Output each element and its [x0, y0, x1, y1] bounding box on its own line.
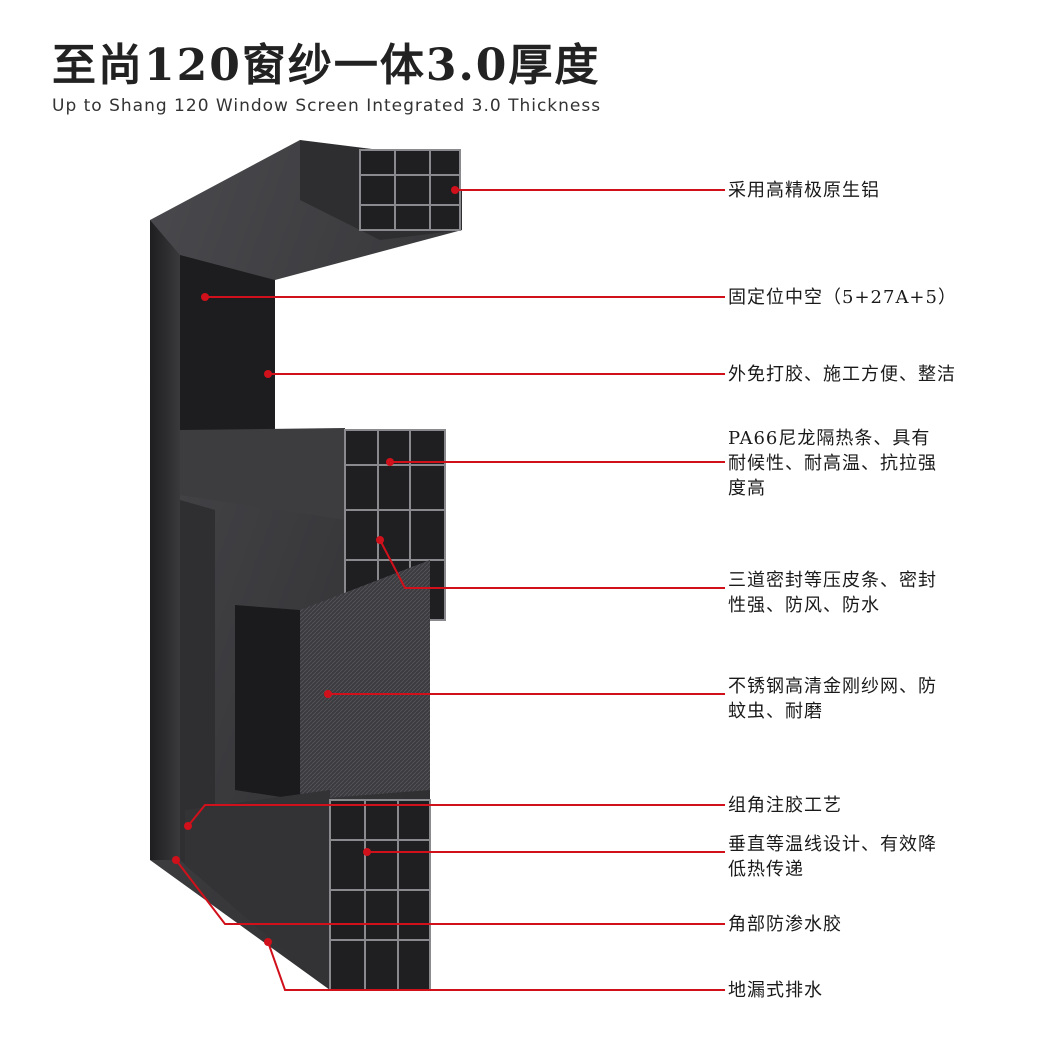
callout-label-8: 垂直等温线设计、有效降 低热传递 — [728, 834, 937, 880]
callout-label-7: 组角注胶工艺 — [728, 795, 842, 816]
top-profile-section — [300, 140, 462, 240]
callout-label-4: PA66尼龙隔热条、具有 耐候性、耐高温、抗拉强 度高 — [728, 428, 937, 499]
callout-dots — [172, 186, 459, 946]
callout-dot-1 — [451, 186, 459, 194]
callout-lines — [175, 189, 725, 991]
callout-line-7 — [187, 804, 725, 827]
callout-dot-7 — [184, 822, 192, 830]
callout-dot-8 — [363, 848, 371, 856]
callout-label-10: 地漏式排水 — [728, 980, 823, 1001]
bottom-profile-section — [185, 790, 431, 991]
callout-line-5 — [379, 539, 725, 589]
callout-label-1: 采用高精极原生铝 — [728, 180, 880, 201]
callout-dot-10 — [264, 938, 272, 946]
callout-label-6: 不锈钢高清金刚纱网、防 蚊虫、耐磨 — [728, 676, 937, 722]
page-subtitle: Up to Shang 120 Window Screen Integrated… — [52, 96, 602, 116]
callout-dot-9 — [172, 856, 180, 864]
callout-dot-3 — [264, 370, 272, 378]
callout-line-10 — [267, 941, 725, 991]
callout-dot-6 — [324, 690, 332, 698]
callout-label-9: 角部防渗水胶 — [728, 914, 842, 935]
page-title: 至尚120窗纱一体3.0厚度 — [52, 40, 601, 91]
callout-label-2: 固定位中空（5+27A+5） — [728, 287, 957, 308]
callout-label-3: 外免打胶、施工方便、整洁 — [728, 364, 956, 385]
callout-dot-5 — [376, 536, 384, 544]
callout-dot-4 — [386, 458, 394, 466]
callout-line-9 — [175, 859, 725, 925]
callout-label-5: 三道密封等压皮条、密封 性强、防风、防水 — [728, 570, 937, 616]
callout-dot-2 — [201, 293, 209, 301]
